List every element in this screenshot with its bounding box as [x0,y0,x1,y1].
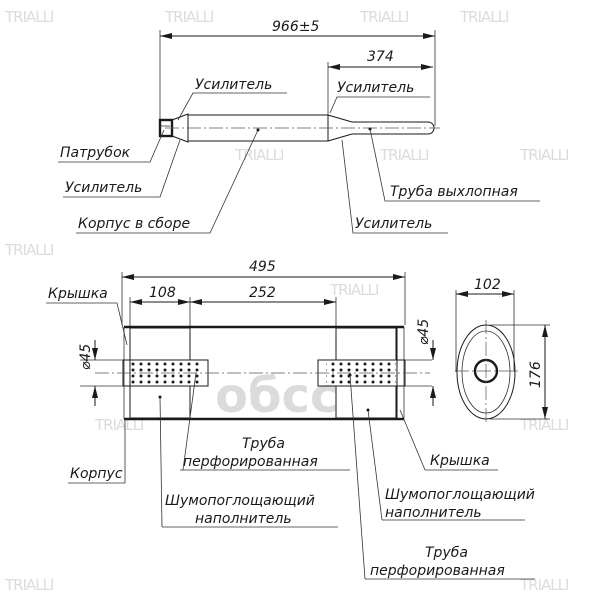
watermark: TRIALLI [164,8,213,26]
watermark: TRIALLI [519,416,568,434]
label-body-assembly: Корпус в сборе [78,216,190,232]
label-absorber-2-l2: наполнитель [385,505,482,521]
watermark: TRIALLI [4,241,53,259]
dim-left: 108 [149,285,176,301]
dim-height: 176 [528,361,544,388]
brand-overlay: обсс [215,368,338,424]
label-perforated-pipe-1: Труба [242,436,285,452]
dim-pipe-diameter-right: ⌀45 [416,319,432,345]
section-view: 495 108 252 ⌀45 ⌀45 102 [46,259,550,580]
reinforcer-right-shape [327,114,353,142]
label-perforated-pipe-2: Труба [425,545,468,561]
watermarks: TRIALLI TRIALLI TRIALLI TRIALLI TRIALLI … [4,8,569,594]
watermark: TRIALLI [519,146,568,164]
watermark: TRIALLI [234,146,283,164]
label-reinforcer-top-right: Усилитель [337,80,414,96]
dim-pipe-diameter-left: ⌀45 [78,344,94,370]
label-reinforcer-bottom-right: Усилитель [355,216,432,232]
label-perforated-pipe-2-l2: перфорированная [370,563,505,579]
watermark: TRIALLI [4,8,53,26]
label-perforated-pipe-1-l2: перфорированная [183,454,318,470]
label-absorber-1-l2: наполнитель [195,511,292,527]
watermark: TRIALLI [329,281,378,299]
label-reinforcer-bottom-left: Усилитель [65,180,142,196]
absorber-right-top [335,327,397,361]
dim-total: 966±5 [272,19,319,35]
label-cap-left: Крышка [48,286,108,302]
top-view: 966±5 374 Усилитель Усилитель Патрубок У… [58,19,540,234]
label-branch-pipe: Патрубок [60,145,131,161]
dim-width: 102 [474,277,501,293]
watermark: TRIALLI [379,146,428,164]
label-cap-right: Крышка [430,453,490,469]
watermark: TRIALLI [4,576,53,594]
label-absorber-1: Шумопоглощающий [165,493,315,509]
dim-middle: 252 [249,285,276,301]
absorber-right-bottom [335,385,397,419]
watermark: TRIALLI [94,416,143,434]
watermark: TRIALLI [359,8,408,26]
absorber-left-top [129,327,191,361]
dim-tail: 374 [367,49,394,65]
watermark: TRIALLI [459,8,508,26]
label-absorber-2: Шумопоглощающий [385,487,535,503]
dim-length: 495 [249,259,276,275]
label-body: Корпус [70,466,123,482]
label-exhaust-pipe: Труба выхлопная [390,184,518,200]
watermark: TRIALLI [519,576,568,594]
label-reinforcer-top-left: Усилитель [195,77,272,93]
